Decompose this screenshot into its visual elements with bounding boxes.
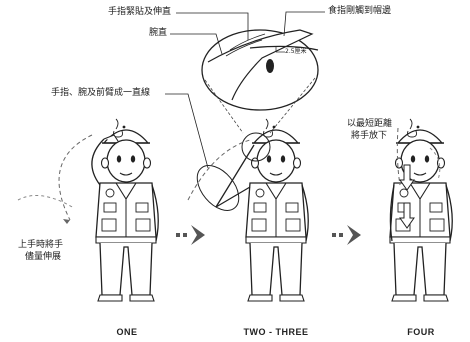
annotation-line-straight: 手指、腕及前臂成一直線 (51, 88, 151, 98)
annotation-wrist-straight: 腕直 (149, 28, 168, 38)
figure-four (389, 118, 453, 302)
figure-one (91, 118, 159, 302)
down-arrow-lower (399, 202, 415, 229)
down-arrow-upper (399, 164, 415, 191)
step-label-four: FOUR (407, 327, 435, 337)
zoom-focus-circle (241, 132, 271, 162)
annotation-index-touch-brim: 食指剛觸到帽邊 (328, 6, 392, 16)
annotation-extend-arm-1: 上手時將手 (18, 240, 64, 250)
annotation-shortest-2: 將手放下 (351, 131, 388, 141)
step-label-one: ONE (116, 327, 138, 337)
lower-hand-dashed-path (396, 127, 401, 186)
extend-arm-dashed-path (58, 134, 93, 221)
arrow-two-to-four (332, 225, 361, 245)
annotation-fingers-together: 手指緊貼及伸直 (108, 7, 172, 17)
annotation-distance: 2.5厘米 (285, 48, 307, 55)
annotation-extend-arm-2: 儘量伸展 (25, 252, 62, 262)
annotation-shortest-1: 以最短距離 (347, 119, 393, 129)
arrow-one-to-two (176, 225, 205, 245)
step-label-two-three: TWO - THREE (243, 327, 309, 337)
